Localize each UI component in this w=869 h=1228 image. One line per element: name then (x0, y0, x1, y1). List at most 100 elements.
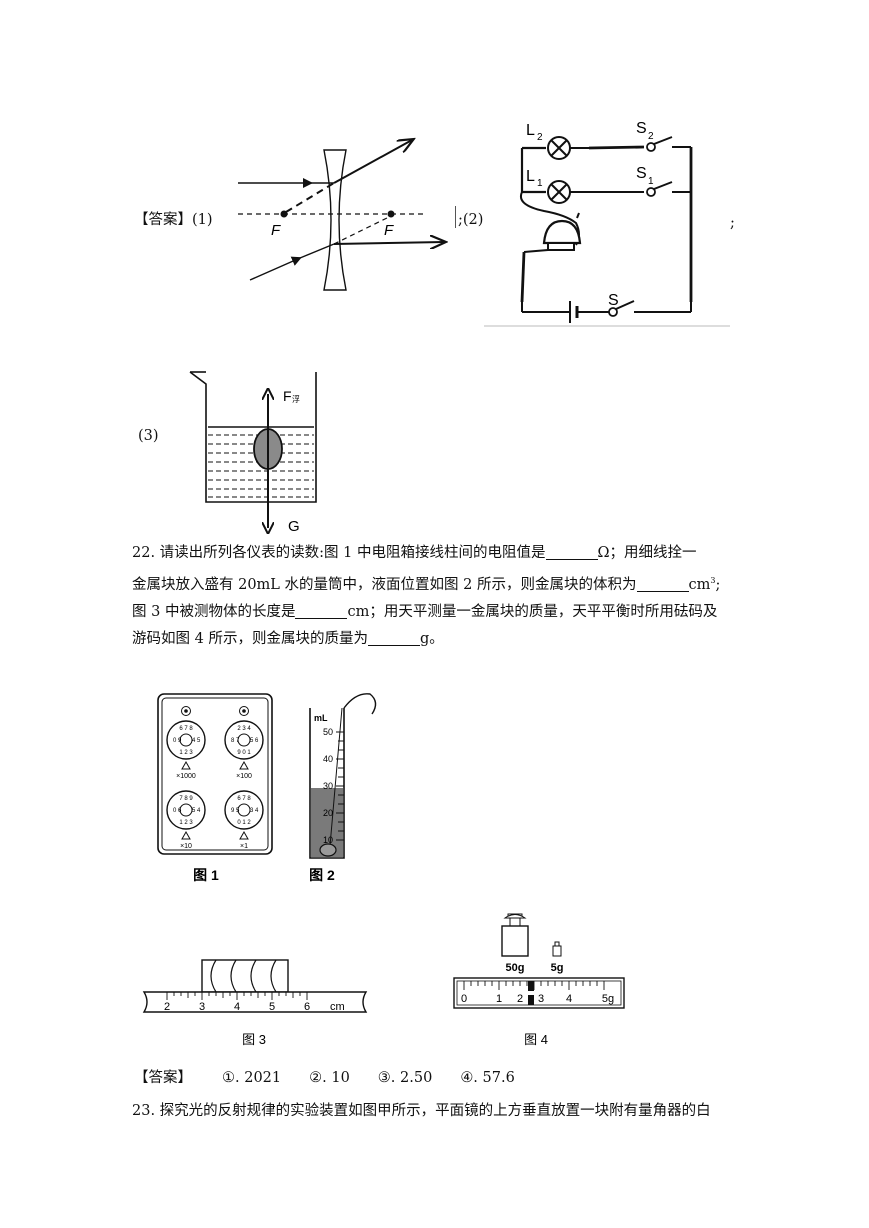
svg-text:5 6: 5 6 (250, 738, 259, 744)
blank-4 (367, 631, 420, 646)
svg-text:×10: ×10 (180, 843, 192, 850)
svg-text:2: 2 (517, 993, 523, 1005)
beam-scale (453, 977, 625, 1009)
svg-text:1: 1 (537, 178, 543, 189)
svg-text:8 7: 8 7 (231, 738, 240, 744)
svg-text:2: 2 (164, 1001, 170, 1013)
metal-block (319, 843, 337, 857)
svg-text:2: 2 (648, 131, 654, 142)
buoyancy-label: F (283, 388, 292, 404)
svg-text:0: 0 (461, 993, 467, 1005)
part2-end: ; (730, 215, 735, 231)
refracted-ray-1 (333, 140, 412, 184)
svg-text:2: 2 (537, 132, 543, 143)
dial-x100: 2 3 4 9 0 1 8 7 5 6 ×100 (224, 720, 264, 780)
svg-text:10: 10 (323, 835, 333, 845)
fig2-measuring-cylinder: mL 50 40 30 20 10 图 2 (309, 693, 377, 883)
measured-object (201, 959, 289, 993)
svg-text:4: 4 (566, 993, 572, 1005)
svg-text:4: 4 (234, 1001, 240, 1013)
svg-text:×100: ×100 (236, 773, 252, 780)
dial-x1000: 6 7 8 1 2 3 0 9 4 5 ×1000 (166, 720, 206, 780)
rider-top (528, 981, 534, 991)
svg-text:5g: 5g (551, 962, 564, 974)
question-23: 23. 探究光的反射规律的实验装置如图甲所示，平面镜的上方垂直放置一块附有量角器… (132, 1103, 711, 1119)
svg-text:9 0 1: 9 0 1 (237, 750, 251, 756)
dial-x10: 7 8 9 1 2 3 0 6 5 4 ×10 (166, 790, 206, 850)
focus-right (387, 210, 395, 218)
svg-text:1: 1 (496, 993, 502, 1005)
weight-5g-icon (552, 941, 562, 957)
fig2-caption: 图 2 (309, 867, 335, 883)
concave-lens-diagram: F F (238, 130, 452, 291)
svg-text:7 8 9: 7 8 9 (179, 796, 193, 802)
svg-text:3: 3 (538, 993, 544, 1005)
switch-s2-icon (646, 142, 656, 152)
ruler-ticks (166, 992, 308, 1000)
thread (343, 693, 377, 715)
svg-text:0 1 2: 0 1 2 (237, 820, 251, 826)
beaker-outline (189, 371, 317, 503)
cylinder-outline (309, 708, 345, 859)
fig4-caption: 图 4 (524, 1032, 548, 1047)
l2-label: L (526, 122, 535, 139)
separator (455, 206, 456, 228)
svg-text:1 2 3: 1 2 3 (179, 820, 193, 826)
switch-s1-icon (646, 187, 656, 197)
fig4-balance: 50g 5g 0 1 2 3 4 5g 图 4 (453, 913, 625, 1047)
fig1-resistance-box: 6 7 8 1 2 3 0 9 4 5 ×1000 2 3 4 9 0 1 8 … (157, 693, 273, 883)
switch-s-icon (608, 307, 618, 317)
rider-bottom (528, 995, 534, 1005)
part3-label: (3) (138, 428, 159, 444)
svg-text:6 7 8: 6 7 8 (237, 796, 251, 802)
incident-ray-2 (249, 256, 302, 281)
virtual-ray-2 (333, 215, 392, 245)
svg-text:5 4: 5 4 (192, 808, 201, 814)
fig3-ruler: 2 3 4 5 6 cm 图 3 (142, 959, 368, 1047)
svg-text:40: 40 (323, 754, 333, 764)
ruler-body (142, 991, 368, 1013)
svg-text:6 7 8: 6 7 8 (179, 726, 193, 732)
blank-2 (636, 577, 689, 592)
s-label: S (608, 292, 619, 309)
virtual-ray-1 (285, 182, 335, 213)
cylinder-unit: mL (314, 713, 328, 723)
beaker-diagram: F 浮 G (189, 371, 317, 535)
circuit-diagram: L 2 S 2 L 1 S 1 S (484, 120, 730, 327)
s2-label: S (636, 120, 647, 137)
focus-left-label: F (271, 222, 281, 239)
l1-label: L (526, 168, 535, 185)
bell-icon (542, 219, 582, 245)
s1-label: S (636, 165, 647, 182)
svg-text:6: 6 (304, 1001, 310, 1013)
svg-text:3: 3 (199, 1001, 205, 1013)
answer-label: 【答案】(1) (134, 212, 213, 228)
svg-text:30: 30 (323, 781, 333, 791)
svg-text:20: 20 (323, 808, 333, 818)
weight-50g-icon (501, 913, 529, 957)
svg-text:2 3 4: 2 3 4 (237, 726, 251, 732)
focus-right-label: F (384, 222, 394, 239)
gravity-label: G (288, 518, 300, 535)
svg-text:×1: ×1 (240, 843, 248, 850)
svg-text:3 4: 3 4 (250, 808, 259, 814)
fig3-caption: 图 3 (242, 1032, 266, 1047)
svg-text:浮: 浮 (292, 394, 300, 404)
svg-text:5: 5 (269, 1001, 275, 1013)
terminal-right (239, 706, 249, 716)
svg-text:×1000: ×1000 (176, 773, 196, 780)
svg-text:1: 1 (648, 176, 654, 187)
svg-text:4 5: 4 5 (192, 738, 201, 744)
terminal-left (181, 706, 191, 716)
blank-3 (295, 604, 348, 619)
svg-text:1 2 3: 1 2 3 (179, 750, 193, 756)
lens-shape (323, 149, 347, 291)
focus-left (280, 210, 288, 218)
svg-text:0 9: 0 9 (173, 738, 182, 744)
part2-label: ;(2) (458, 212, 484, 228)
blank-1 (545, 545, 598, 560)
ruler-unit: cm (330, 1001, 345, 1013)
refracted-ray-2 (333, 242, 444, 244)
